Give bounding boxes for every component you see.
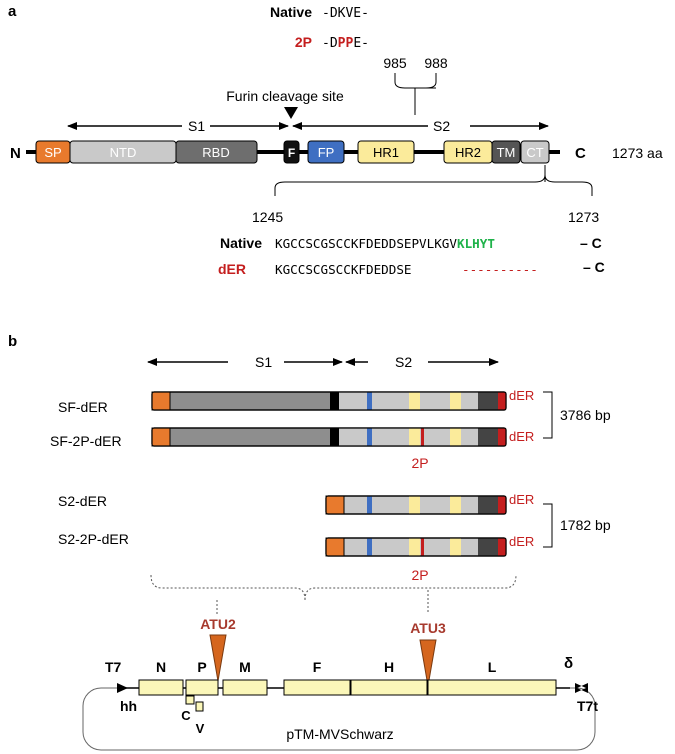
domain-sp-label: SP xyxy=(44,145,61,160)
domain-rbd: RBD xyxy=(175,140,258,164)
atu3-label: ATU3 xyxy=(410,620,446,636)
atu2-label: ATU2 xyxy=(200,616,236,632)
gene-f-label: F xyxy=(313,659,322,675)
domain-tm-label: TM xyxy=(497,145,516,160)
native-seq: KGCCSCGSCCKFDEDDSEPVLKGVKLHYT xyxy=(275,236,495,251)
domain-rbd-label: RBD xyxy=(202,145,229,160)
position-985: 985 xyxy=(383,55,407,71)
twop-motif-label: 2P xyxy=(295,34,312,50)
construct-s2-2p-der-label: S2-2P-dER xyxy=(58,531,129,547)
plasmid-name: pTM-MVSchwarz xyxy=(286,726,393,742)
gene-h: H xyxy=(350,659,428,696)
t7-promoter-icon xyxy=(117,683,128,693)
gene-f: F xyxy=(283,659,351,696)
t7t-label: T7t xyxy=(577,698,598,714)
s2-2p-label: 2P xyxy=(411,567,428,583)
panel-a-label: a xyxy=(8,3,17,20)
native-motif: -DKVE- xyxy=(322,6,369,21)
gene-v: V xyxy=(195,701,205,736)
gene-l: L xyxy=(427,659,557,696)
s2-label: S2 xyxy=(433,118,450,134)
gene-m: M xyxy=(222,659,268,696)
twop-motif-prefix: -D xyxy=(322,36,338,51)
twop-motif-suffix: E- xyxy=(353,36,369,51)
c-terminus: C xyxy=(575,145,586,162)
native-seq-c: – C xyxy=(580,235,602,251)
construct-s2-der-bar xyxy=(325,495,507,515)
der-seq-label: dER xyxy=(218,261,246,277)
domain-sp: SP xyxy=(35,140,71,164)
gene-v-label: V xyxy=(196,721,205,736)
domain-hr2: HR2 xyxy=(443,140,493,164)
domain-ct: CT xyxy=(520,140,550,164)
der-seq-c: – C xyxy=(583,259,605,275)
panel-b-label: b xyxy=(8,333,17,350)
gene-h-label: H xyxy=(384,659,394,675)
hh-label: hh xyxy=(120,698,137,714)
domain-hr1-label: HR1 xyxy=(373,145,399,160)
n-terminus: N xyxy=(10,145,21,162)
construct-s2-der-label: S2-dER xyxy=(58,493,107,509)
domain-fp-label: FP xyxy=(318,145,335,160)
construct-sf-der-bar xyxy=(151,391,507,411)
ct-zoom-bracket xyxy=(274,174,593,196)
der-deletion-dashes: ---------- xyxy=(462,262,538,277)
s2-size-bracket xyxy=(543,503,553,548)
insertion-brace xyxy=(150,574,517,601)
b-s2-label: S2 xyxy=(395,354,412,370)
sf-size-bracket xyxy=(543,391,553,439)
domain-fp: FP xyxy=(307,140,345,164)
gene-n: N xyxy=(138,659,184,696)
t7-terminator-icon xyxy=(575,683,588,693)
domain-tm: TM xyxy=(491,140,521,164)
delta-label: δ xyxy=(564,655,573,672)
gene-p-label: P xyxy=(197,659,206,675)
position-1245: 1245 xyxy=(252,209,283,225)
construct-sf-der-tag: dER xyxy=(509,388,534,403)
domain-ntd: NTD xyxy=(69,140,177,164)
native-seq-er-motif: KLHYT xyxy=(457,236,495,251)
furin-arrowhead xyxy=(284,107,298,119)
atu3-marker xyxy=(419,639,437,687)
native-seq-label: Native xyxy=(220,235,262,251)
construct-s2-2p-der-tag: dER xyxy=(509,534,534,549)
gene-n-label: N xyxy=(156,659,166,675)
construct-sf-2p-der-bar xyxy=(151,427,507,447)
construct-s2-der-tag: dER xyxy=(509,492,534,507)
der-seq: KGCCSCGSCCKFDEDDSE xyxy=(275,262,411,277)
twop-motif-pp: PP xyxy=(338,36,354,51)
construct-sf-2p-der-tag: dER xyxy=(509,429,534,444)
position-1273: 1273 xyxy=(568,209,599,225)
native-motif-label: Native xyxy=(270,4,312,20)
b-s1-label: S1 xyxy=(255,354,272,370)
gene-p: P xyxy=(185,659,219,696)
domain-furin-f: F xyxy=(283,140,300,164)
mutation-bracket xyxy=(394,73,437,115)
gene-c-label: C xyxy=(181,708,191,723)
construct-sf-der-label: SF-dER xyxy=(58,399,108,415)
s1-label: S1 xyxy=(188,118,205,134)
twop-motif: -DPPE- xyxy=(322,36,369,51)
domain-ntd-label: NTD xyxy=(110,145,137,160)
furin-label: Furin cleavage site xyxy=(226,88,344,104)
protein-length: 1273 aa xyxy=(612,145,663,161)
sf-2p-label: 2P xyxy=(411,455,428,471)
sf-size-label: 3786 bp xyxy=(560,407,611,423)
s2-size-label: 1782 bp xyxy=(560,517,611,533)
position-988: 988 xyxy=(424,55,448,71)
t7-label: T7 xyxy=(105,659,122,675)
domain-f-label: F xyxy=(288,146,295,160)
construct-sf-2p-der-label: SF-2P-dER xyxy=(50,433,122,449)
gene-l-label: L xyxy=(488,659,497,675)
domain-hr1: HR1 xyxy=(357,140,415,164)
atu2-marker xyxy=(209,634,227,682)
native-seq-body: KGCCSCGSCCKFDEDDSEPVLKGV xyxy=(275,236,457,251)
construct-s2-2p-der-bar xyxy=(325,537,507,557)
gene-m-label: M xyxy=(239,659,251,675)
gene-c: C xyxy=(181,695,195,723)
domain-hr2-label: HR2 xyxy=(455,145,481,160)
domain-ct-label: CT xyxy=(526,145,543,160)
